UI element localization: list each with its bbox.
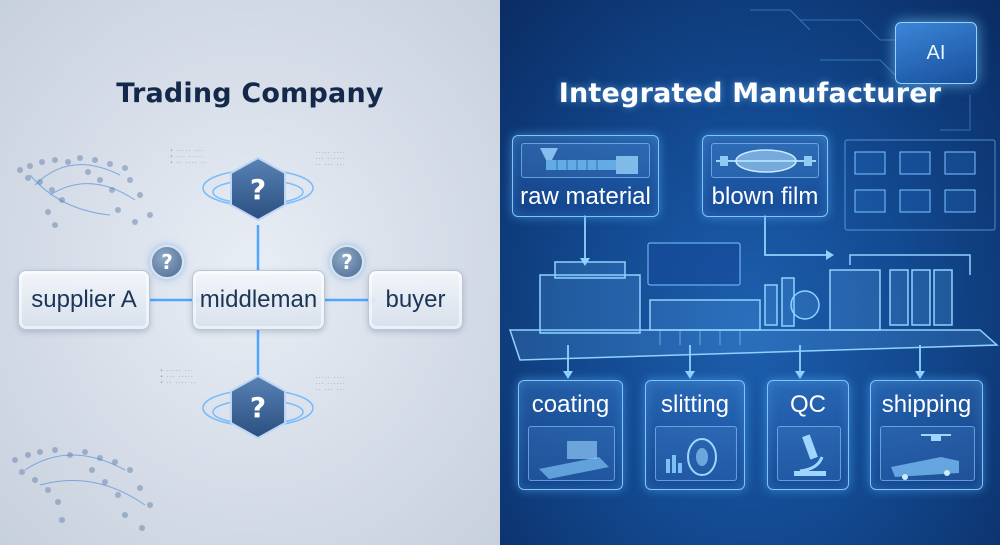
data-panel-graphic xyxy=(647,242,741,286)
truck-drone-icon xyxy=(880,426,975,481)
circuit-board-graphic xyxy=(844,139,996,231)
left-title: Trading Company xyxy=(116,78,384,109)
shipping-label: shipping xyxy=(881,391,972,418)
trading-company-panel: • ----- ---• --- -----• -- ---- -- -----… xyxy=(0,0,500,545)
stage-blown-film: blown film xyxy=(702,135,828,217)
right-title: Integrated Manufacturer xyxy=(558,78,942,109)
buyer-node: buyer xyxy=(368,270,463,330)
qc-label: QC xyxy=(790,391,826,418)
ai-chip-label: AI xyxy=(926,41,946,64)
stage-coating: coating xyxy=(518,380,623,490)
world-map-icon-bottom xyxy=(12,447,153,531)
stage-shipping: shipping xyxy=(870,380,983,490)
raw-material-label: raw material xyxy=(520,183,651,210)
question-circle-icon-right: ? xyxy=(330,245,364,279)
question-hex-icon-top: ? xyxy=(228,156,288,222)
coating-machine-icon xyxy=(528,426,615,481)
middleman-label: middleman xyxy=(199,286,318,313)
coating-label: coating xyxy=(531,391,610,418)
ai-chip-icon: AI xyxy=(895,22,977,84)
slitting-label: slitting xyxy=(660,391,730,418)
slitting-roll-icon xyxy=(655,426,737,481)
right-decor xyxy=(508,9,999,379)
blown-film-label: blown film xyxy=(711,183,819,210)
production-line-graphic xyxy=(508,254,999,361)
supplier-node: supplier A xyxy=(18,270,150,330)
stage-slitting: slitting xyxy=(645,380,745,490)
question-circle-icon-left: ? xyxy=(150,245,184,279)
buyer-label: buyer xyxy=(385,286,446,313)
stage-qc: QC xyxy=(767,380,849,490)
world-map-icon xyxy=(17,155,153,228)
supplier-label: supplier A xyxy=(31,286,137,313)
blown-film-bubble-icon xyxy=(711,143,819,178)
middleman-node: middleman xyxy=(192,270,325,330)
question-hex-icon-bottom: ? xyxy=(228,374,288,440)
extruder-icon xyxy=(521,143,650,178)
integrated-manufacturer-panel: Integrated Manufacturer raw material blo… xyxy=(500,0,1000,545)
stage-raw-material: raw material xyxy=(512,135,659,217)
microscope-icon xyxy=(777,426,841,481)
